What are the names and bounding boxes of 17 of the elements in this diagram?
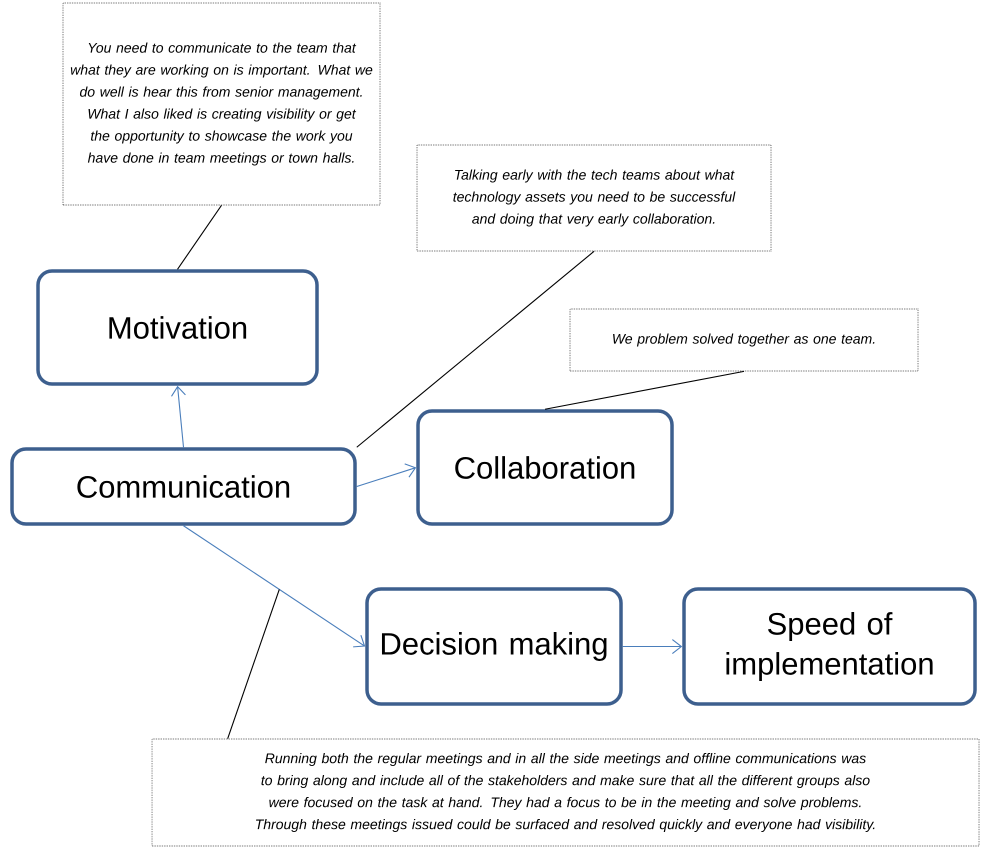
callout-box: You need to communicate to the team that what they are working on is important. What we do well is hear this from senior management. What I also liked is creating visibility or get the opportunity to showcase the work you have done in team meetings or town halls. <box>62 2 380 206</box>
process-box: Motivation <box>36 269 319 386</box>
process-box: Collaboration <box>416 409 674 526</box>
leader-line <box>227 589 280 739</box>
arrow <box>183 525 366 648</box>
arrow <box>171 386 186 448</box>
arrow <box>356 463 416 488</box>
callout-box: We problem solved together as one team. <box>570 308 918 372</box>
callout-box: Talking early with the tech teams about what technology assets you need to be successful and doing that very early collaboration. <box>416 144 772 252</box>
leader-line <box>356 250 594 448</box>
leader-line <box>177 205 222 270</box>
leader-line <box>544 370 744 410</box>
arrow <box>622 639 682 654</box>
process-box: Communication <box>10 447 357 526</box>
callout-box: Running both the regular meetings and in all the side meetings and offline communications was to bring along and include all of the stakeholders and make sure that all the different groups also were focused on the task at hand. They had a focus to be in the meeting and solve problems. Through these meetings issued could be surfaced and resolved quickly and everyone had visibility. <box>152 738 980 846</box>
process-box: Speed of implementation <box>682 587 977 706</box>
process-box: Decision making <box>365 587 623 706</box>
